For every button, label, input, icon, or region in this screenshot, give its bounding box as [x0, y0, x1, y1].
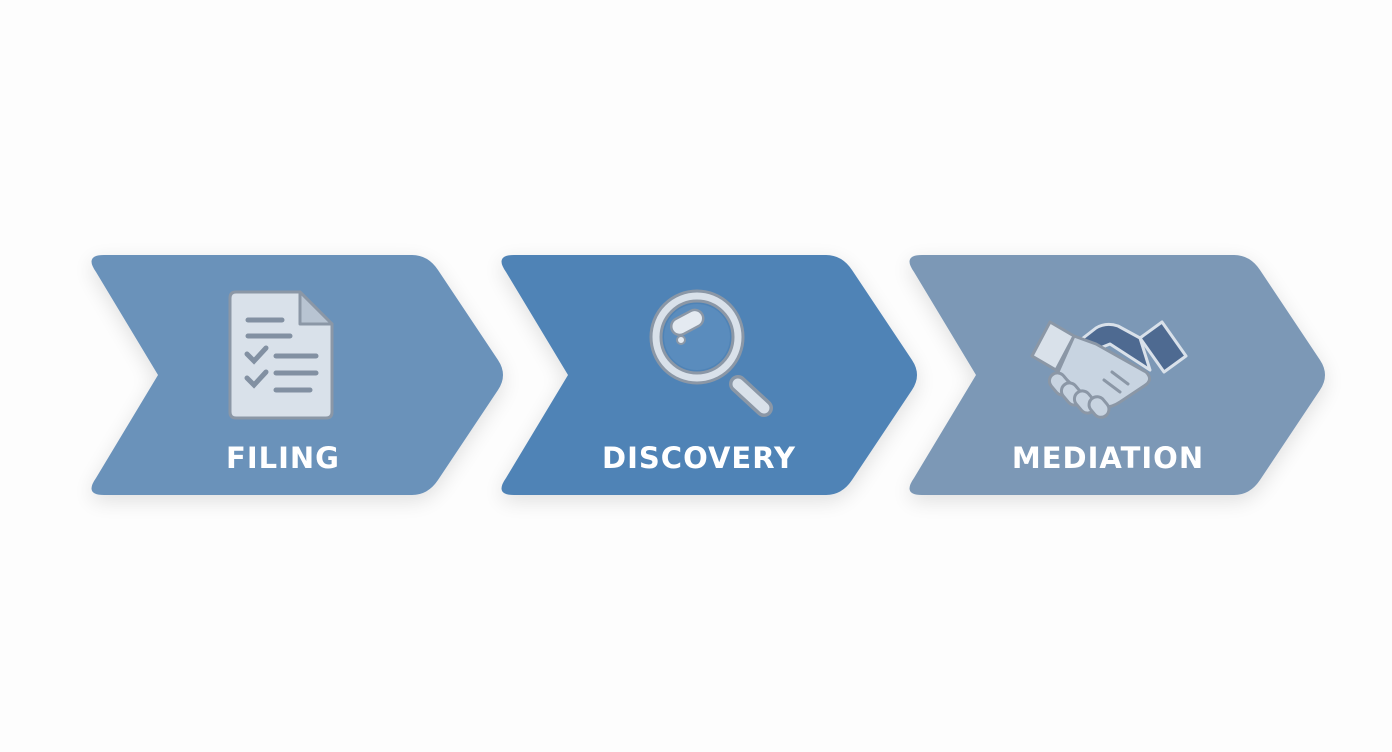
step-mediation-label: MEDIATION: [1012, 441, 1204, 475]
step-mediation: MEDIATION: [909, 255, 1325, 495]
step-filing: FILING: [91, 255, 503, 495]
step-discovery-label: DISCOVERY: [602, 441, 796, 475]
step-filing-label: FILING: [226, 441, 340, 475]
step-discovery: DISCOVERY: [501, 255, 917, 495]
magnifying-glass-icon: [649, 289, 773, 417]
document-checklist-icon: [228, 290, 334, 420]
handshake-icon: [1030, 320, 1188, 419]
